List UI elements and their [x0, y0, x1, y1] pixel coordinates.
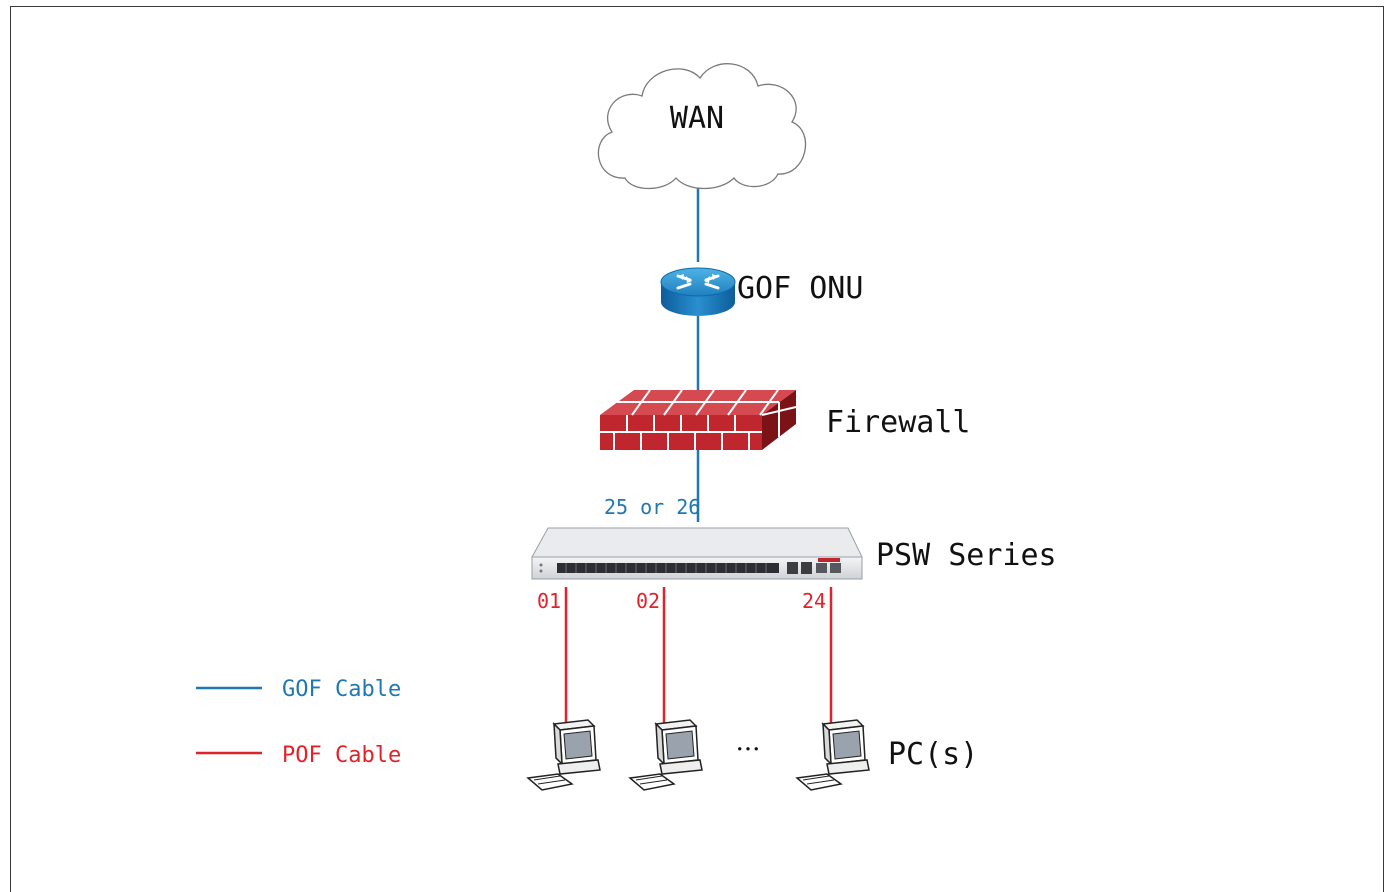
legend-gof-label: GOF Cable [282, 677, 401, 702]
pof-cables [564, 587, 833, 736]
psw-switch-icon [531, 527, 863, 580]
onu-router-icon [660, 267, 736, 316]
pc-ellipsis: ··· [736, 735, 761, 765]
switch-label: PSW Series [876, 538, 1057, 573]
firewall-label: Firewall [826, 405, 971, 440]
wan-cloud-icon [597, 63, 807, 190]
diagram-frame [10, 6, 1384, 892]
pc-icon [795, 719, 870, 791]
legend-pof-label: POF Cable [282, 743, 401, 768]
pc-icon [526, 719, 601, 791]
port-label-24: 24 [802, 589, 826, 613]
pcs-label: PC(s) [888, 737, 978, 772]
port-label-01: 01 [537, 589, 561, 613]
legend: GOF Cable POF Cable [196, 677, 401, 768]
uplink-port-label: 25 or 26 [604, 495, 700, 519]
onu-label: GOF ONU [737, 271, 863, 306]
wan-label: WAN [670, 101, 724, 136]
port-label-02: 02 [636, 589, 660, 613]
firewall-icon [600, 389, 797, 450]
pc-icon [628, 719, 703, 791]
